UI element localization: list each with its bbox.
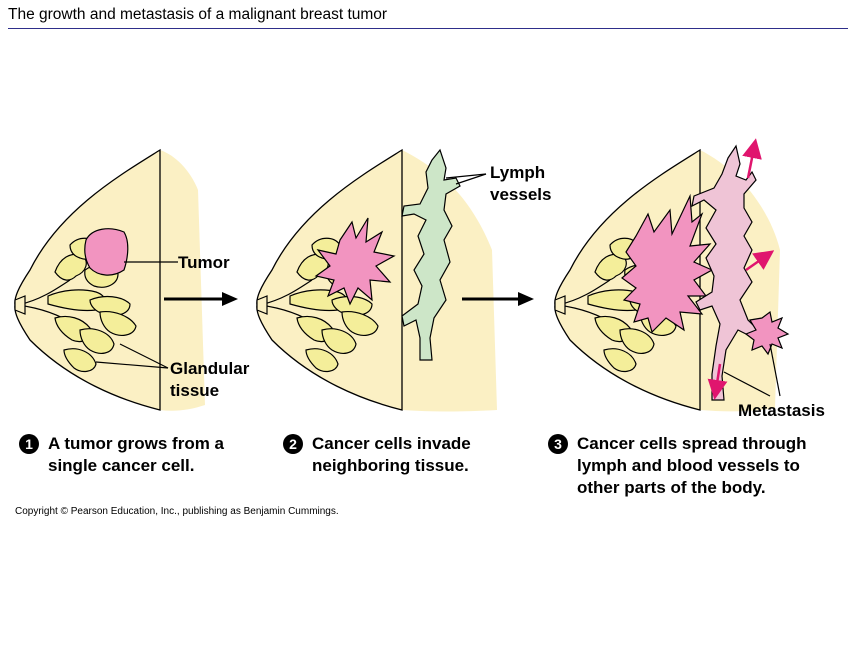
metastasis-label: Metastasis <box>738 401 825 420</box>
lymph-label-line1: Lymph <box>490 163 545 182</box>
copyright-notice: Copyright © Pearson Education, Inc., pub… <box>15 506 339 517</box>
title-divider <box>8 28 848 29</box>
lymph-vessel <box>401 148 461 361</box>
panel-1-breast <box>14 149 205 411</box>
progression-arrow-1 <box>164 292 238 306</box>
step-1-line-2: single cancer cell. <box>48 456 195 475</box>
step-3-line-1: Cancer cells spread through <box>577 434 807 453</box>
step-3-caption: Cancer cells spread through lymph and bl… <box>577 433 807 499</box>
step-2-caption: Cancer cells invade neighboring tissue. <box>312 433 471 477</box>
glandular-leader-line-1 <box>119 343 169 369</box>
step-1-caption: A tumor grows from a single cancer cell. <box>48 433 224 477</box>
metastasis-arrow-right <box>745 250 775 272</box>
metastasis-arrow-up <box>742 138 762 179</box>
spreading-tumor <box>621 193 714 334</box>
tumor-mass <box>84 228 129 276</box>
metastasis-leader-line-1 <box>723 371 771 397</box>
glandular-label-line1: Glandular <box>170 359 250 378</box>
glandular-leader-line-2 <box>95 361 169 369</box>
metastasis-leader-line-2 <box>769 343 781 397</box>
step-2-line-2: neighboring tissue. <box>312 456 469 475</box>
step-2-line-1: Cancer cells invade <box>312 434 471 453</box>
step-3-line-3: other parts of the body. <box>577 478 766 497</box>
slide-title: The growth and metastasis of a malignant… <box>8 6 388 23</box>
lymph-leader-line-2 <box>455 173 487 185</box>
tumor-label: Tumor <box>178 253 230 272</box>
metastasis-arrow-down <box>707 363 728 400</box>
metastatic-cell-cluster <box>744 310 790 356</box>
step-1-number: 1 <box>19 434 39 454</box>
invasive-tumor <box>314 217 396 306</box>
blood-lymph-vessel <box>691 144 759 401</box>
step-1-line-1: A tumor grows from a <box>48 434 224 453</box>
lymph-label-line2: vessels <box>490 185 551 204</box>
glandular-label-line2: tissue <box>170 381 219 400</box>
lymph-leader-line-1 <box>445 173 487 179</box>
progression-arrow-2 <box>462 292 534 306</box>
step-3-line-2: lymph and blood vessels to <box>577 456 800 475</box>
step-3-number: 3 <box>548 434 568 454</box>
step-2-number: 2 <box>283 434 303 454</box>
